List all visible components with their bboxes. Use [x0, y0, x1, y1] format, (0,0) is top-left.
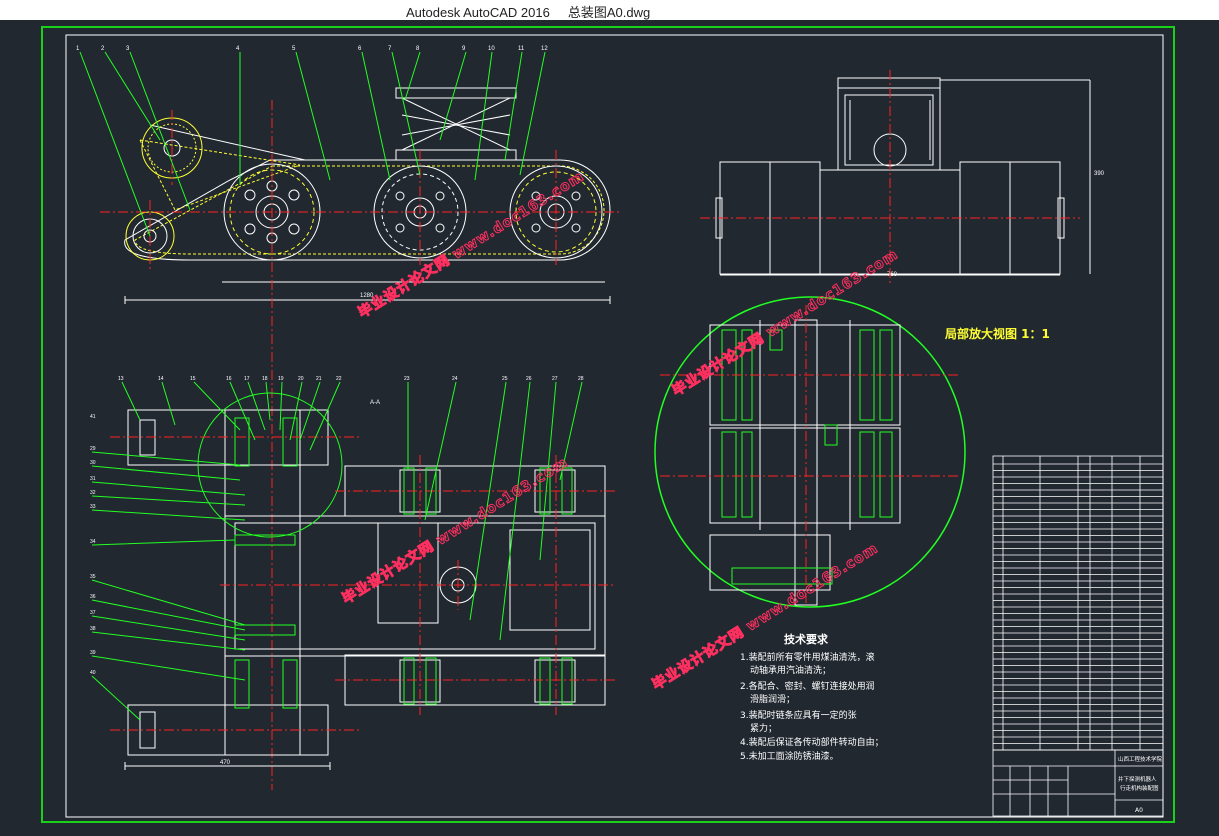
top-centerlines [110, 436, 615, 731]
svg-text:470: 470 [220, 760, 231, 766]
tech-title: 技术要求 [784, 632, 829, 646]
svg-text:20: 20 [298, 376, 304, 382]
svg-text:10: 10 [488, 46, 495, 52]
svg-text:16: 16 [226, 376, 232, 382]
tech-item-1b: 动轴承用汽油清洗； [750, 664, 831, 676]
school-name: 山西工程技术学院 [1118, 755, 1163, 763]
side-centerlines [700, 70, 1080, 285]
svg-text:28: 28 [578, 376, 584, 382]
svg-text:37: 37 [90, 610, 96, 616]
svg-text:39: 39 [90, 650, 96, 656]
detail-title: 局部放大视图 1：1 [945, 326, 1050, 341]
svg-text:14: 14 [158, 376, 164, 382]
svg-text:41: 41 [90, 414, 96, 420]
svg-text:11: 11 [518, 46, 525, 52]
section-label: A-A [370, 400, 380, 406]
svg-text:13: 13 [118, 376, 124, 382]
tech-requirements: 技术要求 1.装配前所有零件用煤油清洗，滚 动轴承用汽油清洗； 2.各配合、密封… [740, 632, 884, 762]
svg-text:6: 6 [358, 46, 362, 52]
file-name: 总装图A0.dwg [567, 5, 651, 20]
detail-view[interactable]: 局部放大视图 1：1 [654, 296, 1050, 608]
svg-text:17: 17 [244, 376, 250, 382]
svg-text:26: 26 [526, 376, 532, 382]
svg-text:18: 18 [262, 376, 268, 382]
svg-text:27: 27 [552, 376, 558, 382]
tech-item-4: 4.装配后保证各传动部件转动自由； [740, 736, 884, 748]
svg-text:1280: 1280 [360, 293, 374, 299]
svg-text:23: 23 [404, 376, 410, 382]
svg-text:38: 38 [90, 626, 96, 632]
title-bar: Autodesk AutoCAD 2016 总装图A0.dwg [0, 0, 1219, 20]
watermark-2: 毕业设计论文网 www.doc163.com [669, 246, 901, 400]
svg-text:32: 32 [90, 490, 96, 496]
tech-item-2b: 滑脂润滑； [750, 693, 795, 705]
drawing-name-1: 井下探测机器人 [1118, 775, 1157, 783]
title-block-text: 山西工程技术学院 井下探测机器人 行走机构装配图 A0 [1118, 755, 1163, 814]
parts-list [992, 455, 1164, 751]
svg-text:31: 31 [90, 476, 96, 482]
window-title: Autodesk AutoCAD 2016 总装图A0.dwg [406, 2, 650, 21]
front-centerlines [100, 100, 620, 790]
tech-item-1: 1.装配前所有零件用煤油清洗，滚 [740, 651, 875, 663]
drawing-name-2: 行走机构装配图 [1120, 784, 1159, 792]
svg-text:5: 5 [292, 46, 296, 52]
svg-text:15: 15 [190, 376, 196, 382]
svg-text:390: 390 [1094, 171, 1105, 177]
watermark-1: 毕业设计论文网 www.doc163.com [355, 168, 587, 322]
tech-item-5: 5.未加工面涂防锈油漆。 [740, 750, 839, 762]
svg-text:8: 8 [416, 46, 420, 52]
svg-text:35: 35 [90, 574, 96, 580]
svg-text:29: 29 [90, 446, 96, 452]
front-leaders [79, 51, 546, 237]
tech-item-3: 3.装配时链条应具有一定的张 [740, 709, 857, 721]
svg-text:36: 36 [90, 594, 96, 600]
tech-item-3b: 紧力； [750, 722, 777, 734]
tech-item-2: 2.各配合、密封、螺钉连接处用润 [740, 680, 875, 692]
side-view[interactable]: 390 760 [715, 77, 1105, 278]
inner-frame [65, 34, 1164, 818]
svg-text:24: 24 [452, 376, 458, 382]
app-name: Autodesk AutoCAD 2016 [406, 5, 550, 20]
svg-text:1: 1 [76, 46, 80, 52]
svg-text:4: 4 [236, 46, 240, 52]
svg-text:7: 7 [388, 46, 392, 52]
top-leaders [91, 381, 583, 721]
svg-text:22: 22 [336, 376, 342, 382]
svg-text:34: 34 [90, 539, 96, 545]
svg-text:30: 30 [90, 460, 96, 466]
svg-text:9: 9 [462, 46, 466, 52]
svg-text:12: 12 [541, 46, 548, 52]
svg-text:19: 19 [278, 376, 284, 382]
top-balloon-labels: 13 14 15 16 17 18 19 20 21 22 23 24 25 26 27 28 29 30 31… [90, 376, 584, 676]
svg-text:3: 3 [126, 46, 130, 52]
svg-text:760: 760 [887, 272, 898, 278]
svg-text:33: 33 [90, 504, 96, 510]
svg-text:40: 40 [90, 670, 96, 676]
sheet-size: A0 [1135, 807, 1143, 814]
outer-frame [41, 26, 1175, 823]
svg-text:21: 21 [316, 376, 322, 382]
title-block [992, 749, 1164, 817]
svg-text:25: 25 [502, 376, 508, 382]
svg-text:2: 2 [101, 46, 105, 52]
